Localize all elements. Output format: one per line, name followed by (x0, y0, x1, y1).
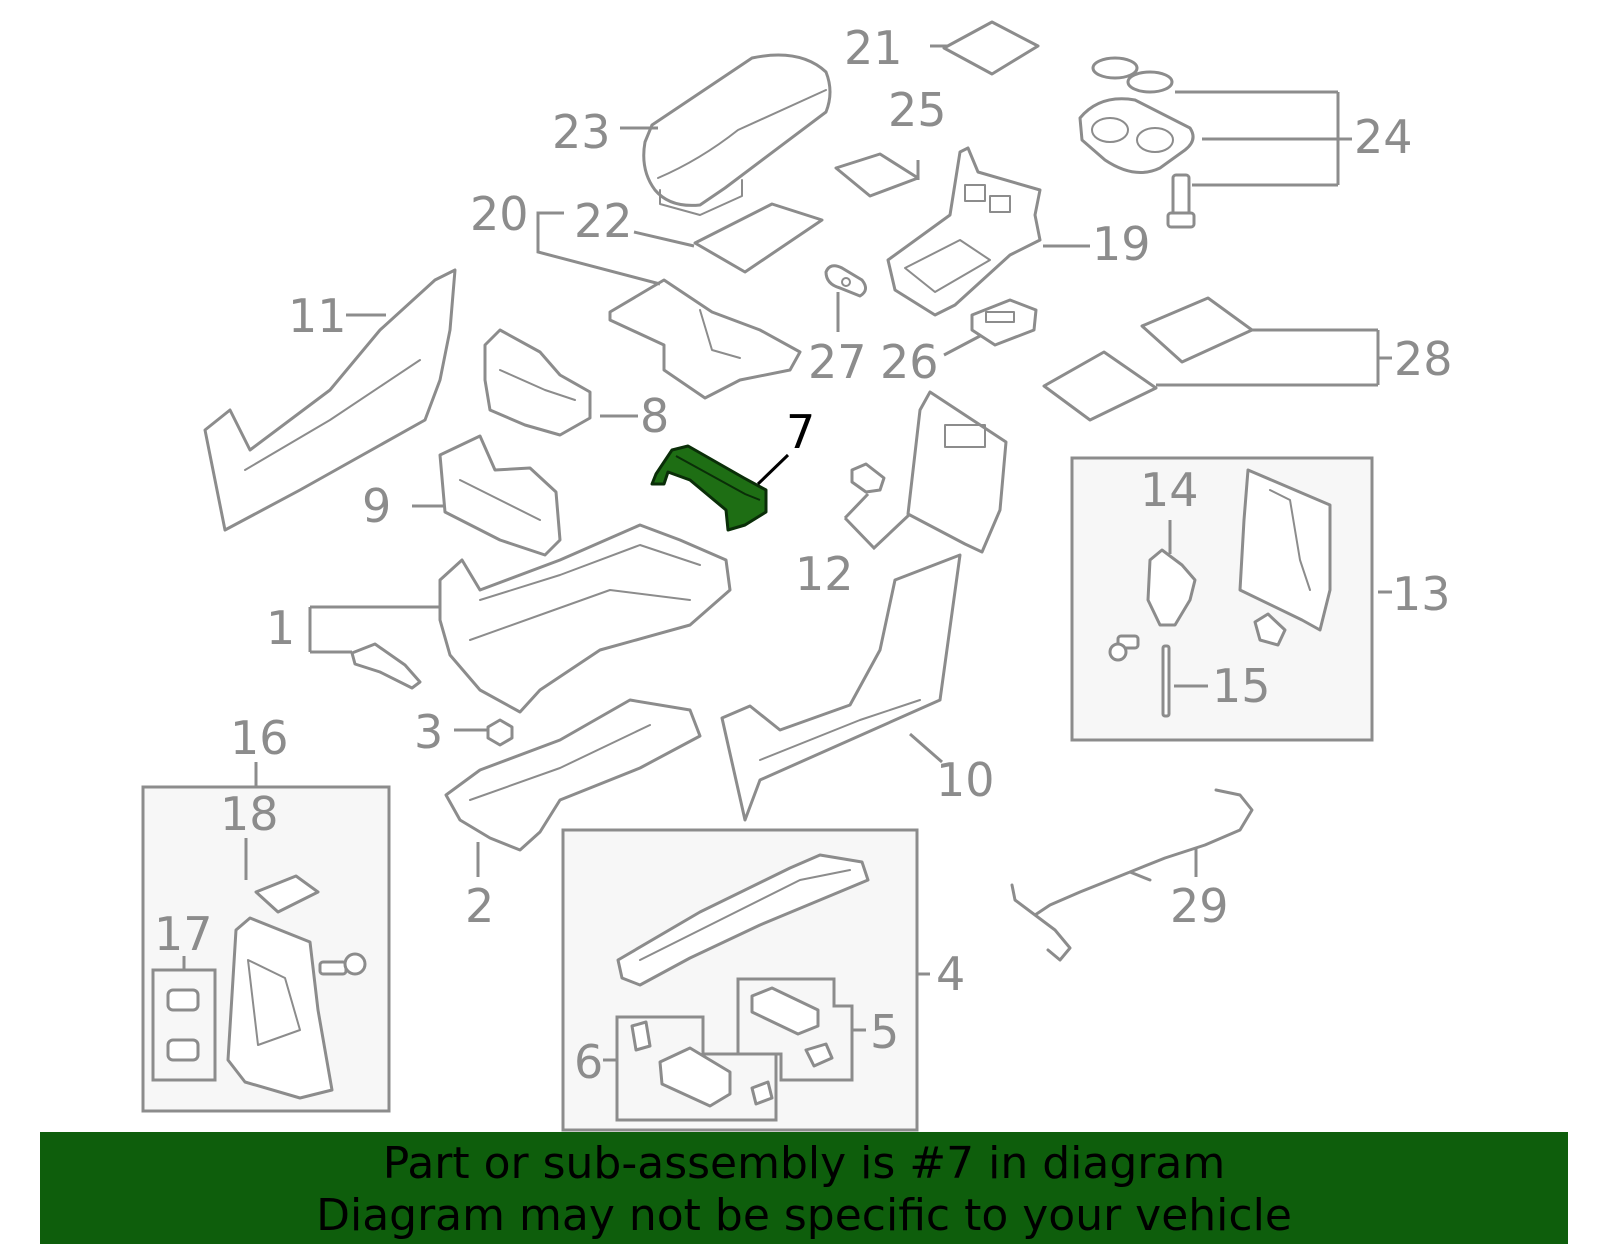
group-box-17 (151, 968, 217, 1082)
part-8-bracket (483, 328, 592, 437)
part-26-switch (970, 298, 1038, 347)
callout-4: 4 (936, 947, 965, 1001)
part-18-pad (254, 874, 320, 914)
callout-24: 24 (1354, 110, 1413, 164)
callout-29: 29 (1170, 879, 1229, 933)
part-1-frame (350, 523, 732, 714)
part-13-cover (1238, 468, 1332, 632)
callout-5: 5 (870, 1005, 899, 1059)
part-2-rail (444, 698, 702, 852)
part-15-rod (1161, 644, 1171, 718)
part-13-screw (1108, 634, 1140, 662)
part-24-cupholder (1078, 56, 1196, 229)
callout-11: 11 (288, 289, 347, 343)
callout-8: 8 (640, 389, 669, 443)
callout-3: 3 (414, 705, 443, 759)
callout-16: 16 (230, 711, 289, 765)
callout-21: 21 (844, 21, 903, 75)
callout-1: 1 (266, 601, 295, 655)
part-5-bracket (750, 986, 834, 1068)
callout-26: 26 (880, 335, 939, 389)
part-21-pad (942, 20, 1040, 76)
callout-12: 12 (795, 547, 854, 601)
part-22-mat (693, 202, 824, 274)
callout-20: 20 (470, 187, 529, 241)
callout-15: 15 (1212, 659, 1271, 713)
callout-25: 25 (888, 83, 947, 137)
part-25-mat (834, 152, 920, 198)
part-20-bracket (608, 278, 802, 400)
callout-28: 28 (1394, 332, 1453, 386)
part-12-clip (850, 462, 886, 494)
banner-line-1: Part or sub-assembly is #7 in diagram (382, 1138, 1226, 1189)
callout-2: 2 (465, 879, 494, 933)
callout-18: 18 (220, 787, 279, 841)
callout-17: 17 (154, 907, 213, 961)
part-9-bracket (438, 434, 562, 557)
callout-23: 23 (552, 105, 611, 159)
part-16-screw (318, 952, 367, 976)
part-16-cover (226, 916, 334, 1100)
part-28-tray-upper (1140, 296, 1254, 364)
part-10-panel (720, 553, 962, 822)
part-11-panel (203, 268, 457, 532)
part-12-cover (906, 390, 1008, 554)
callout-13: 13 (1392, 567, 1451, 621)
callout-22: 22 (574, 194, 633, 248)
banner-line-2: Diagram may not be specific to your vehi… (316, 1190, 1292, 1241)
part-3-nut (486, 718, 514, 747)
part-23-armrest (642, 53, 832, 216)
part-27-clip (824, 264, 867, 298)
part-6-bracket (630, 1020, 774, 1108)
part-28-tray-lower (1042, 350, 1158, 422)
callout-7: 7 (786, 405, 815, 459)
part-19-bezel (886, 146, 1042, 317)
leader-lines (182, 44, 1392, 1062)
callout-19: 19 (1092, 217, 1151, 271)
part-29-harness (1010, 788, 1254, 962)
callout-14: 14 (1140, 463, 1199, 517)
callout-27: 27 (808, 335, 867, 389)
part-14-switch (1146, 548, 1197, 627)
part-7-highlighted (650, 444, 768, 532)
callout-9: 9 (362, 479, 391, 533)
part-4-rail (616, 853, 870, 987)
part-17-clips (166, 988, 200, 1062)
callout-10: 10 (936, 753, 995, 807)
callout-6: 6 (574, 1035, 603, 1089)
info-banner: Part or sub-assembly is #7 in diagram Di… (40, 1132, 1568, 1244)
part-13-clip (1253, 612, 1287, 647)
